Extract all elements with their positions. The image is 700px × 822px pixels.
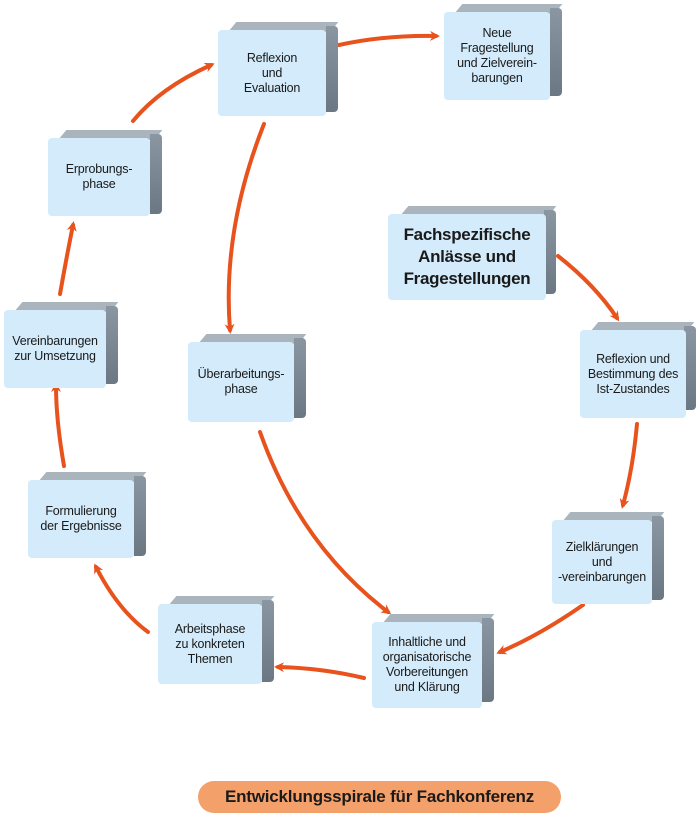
arrow-formulierung-to-vereinbarungen xyxy=(51,382,66,468)
diagram-caption: Entwicklungsspirale für Fachkonferenz xyxy=(198,781,561,813)
arrow-inhaltliche-to-arbeitsphase xyxy=(274,662,366,680)
reflexion-eval-box-side xyxy=(326,26,338,112)
arrow-arbeitsphase-to-formulierung xyxy=(94,563,150,634)
arrow-ueberarbeitung-to-inhaltliche xyxy=(258,430,392,615)
reflexion-ist-box-side xyxy=(684,326,696,410)
node-neue-fragestellung: Neue Fragestellung und Zielverein- barun… xyxy=(444,12,550,100)
arrow-reflexion-eval-to-neue-frage xyxy=(337,30,440,47)
node-ueberarbeitungsphase: Überarbeitungs- phase xyxy=(188,342,294,422)
arrow-reflexion-ist-to-zielklaerungen xyxy=(619,422,639,509)
arrow-start-to-reflexion-ist xyxy=(556,254,620,322)
arbeitsphase-box-side xyxy=(262,600,274,682)
node-erprobungsphase: Erprobungs- phase xyxy=(48,138,150,216)
zielklaerungen-box-side xyxy=(652,516,664,600)
erprobung-box-side xyxy=(150,134,162,214)
node-reflexion-ist-zustand: Reflexion und Bestimmung des Ist-Zustand… xyxy=(580,330,686,418)
formulierung-box-side xyxy=(134,476,146,556)
node-zielklaerungen: Zielklärungen und -vereinbarungen xyxy=(552,520,652,604)
start-box-side xyxy=(544,210,556,294)
arrow-vereinbarungen-to-erprobung xyxy=(58,221,77,296)
node-vereinbarungen-umsetzung: Vereinbarungen zur Umsetzung xyxy=(4,310,106,388)
neue-frage-box-side xyxy=(550,8,562,96)
arrow-zielklaerungen-to-inhaltliche xyxy=(496,603,585,655)
node-arbeitsphase: Arbeitsphase zu konkreten Themen xyxy=(158,604,262,684)
arrow-reflexion-eval-to-ueberarbeitung xyxy=(224,122,266,334)
ueberarbeitung-box-side xyxy=(294,338,306,418)
node-reflexion-evaluation: Reflexion und Evaluation xyxy=(218,30,326,116)
node-inhaltliche-vorbereitungen: Inhaltliche und organisatorische Vorbere… xyxy=(372,622,482,708)
vereinbarungen-box-side xyxy=(106,306,118,384)
arrow-erprobung-to-reflexion-eval xyxy=(131,62,215,123)
node-formulierung-ergebnisse: Formulierung der Ergebnisse xyxy=(28,480,134,558)
node-fachspezifische-anlaesse: Fachspezifische Anlässe und Fragestellun… xyxy=(388,214,546,300)
inhaltliche-box-side xyxy=(482,618,494,702)
